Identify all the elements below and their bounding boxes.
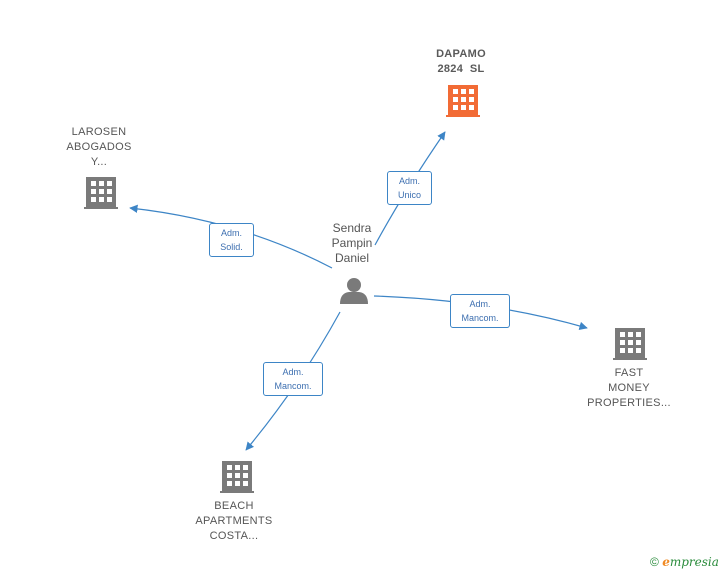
- node-label-larosen[interactable]: LAROSEN ABOGADOS Y...: [54, 125, 144, 170]
- logo-text: mpresia: [669, 555, 719, 569]
- label-line: COSTA...: [209, 530, 259, 542]
- building-icon: [84, 177, 118, 209]
- label-line: APARTMENTS: [195, 515, 273, 527]
- label-line: BEACH: [214, 500, 254, 512]
- label-line: FAST: [614, 367, 644, 379]
- edge-label-to-beach[interactable]: Adm. Mancom.: [263, 362, 323, 396]
- edge-label-line: Solid.: [220, 242, 243, 252]
- label-line: ABOGADOS: [66, 141, 132, 153]
- label-line: DAPAMO: [436, 48, 486, 60]
- edge-label-line: Mancom.: [461, 313, 499, 323]
- label-line: MONEY: [608, 382, 650, 394]
- building-icon: [220, 461, 254, 493]
- building-icon: [446, 85, 480, 117]
- node-label-fast-money[interactable]: FAST MONEY PROPERTIES...: [574, 366, 684, 411]
- edge-label-line: Adm.: [398, 176, 420, 186]
- node-label-beach[interactable]: BEACH APARTMENTS COSTA...: [184, 499, 284, 544]
- edge-label-to-fast-money[interactable]: Adm. Mancom.: [450, 294, 510, 328]
- label-line: LAROSEN: [71, 126, 127, 138]
- logo-letter: e: [662, 555, 670, 569]
- label-line: 2824 SL: [437, 63, 485, 75]
- edge-label-line: Mancom.: [274, 381, 312, 391]
- building-icon: [613, 328, 647, 360]
- node-label-dapamo[interactable]: DAPAMO 2824 SL: [421, 47, 501, 77]
- edge-label-to-dapamo[interactable]: Adm. Unico: [387, 171, 432, 205]
- copyright-symbol: ©: [650, 555, 659, 569]
- label-line: Pampin: [331, 236, 373, 250]
- edge-label-line: Adm.: [469, 299, 491, 309]
- person-icon: [340, 278, 368, 304]
- footer-brand[interactable]: © empresia: [650, 555, 719, 569]
- edge-label-line: Adm.: [282, 367, 304, 377]
- empresia-logo: empresia: [662, 555, 719, 569]
- edge-label-line: Adm.: [220, 228, 242, 238]
- label-line: PROPERTIES...: [587, 397, 671, 409]
- label-line: Daniel: [334, 251, 370, 265]
- edge-label-to-larosen[interactable]: Adm. Solid.: [209, 223, 254, 257]
- node-label-person[interactable]: Sendra Pampin Daniel: [316, 221, 388, 266]
- label-line: Sendra: [332, 221, 372, 235]
- edge-label-line: Unico: [397, 190, 421, 200]
- label-line: Y...: [90, 156, 108, 168]
